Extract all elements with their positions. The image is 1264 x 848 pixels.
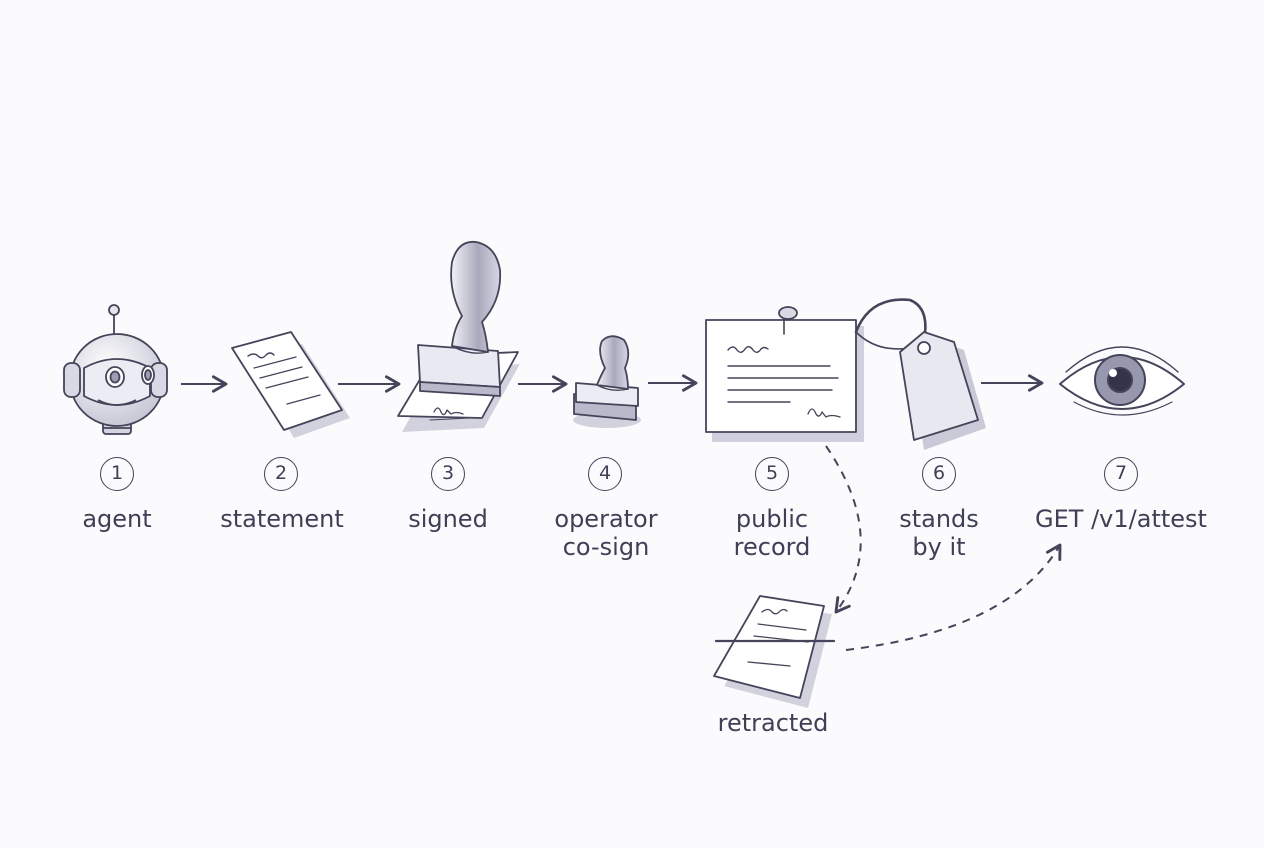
struck-document-icon — [713, 595, 836, 708]
step-label-stands-by-it: stands by it — [899, 505, 979, 561]
hanging-tag-icon — [899, 331, 986, 450]
step-label-signed: signed — [408, 505, 488, 533]
step-label-statement: statement — [220, 505, 344, 533]
step-label-get-attest: GET /v1/attest — [1035, 505, 1207, 533]
dashed-arrow-to-retracted — [825, 445, 862, 614]
step-number-5: 5 — [755, 457, 789, 491]
step-number-2: 2 — [264, 457, 298, 491]
rubber-stamp-signed-icon — [397, 240, 520, 432]
step-number-1: 1 — [100, 457, 134, 491]
eye-icon — [1059, 346, 1185, 416]
step-label-operator-co-sign: operator co-sign — [554, 505, 658, 561]
step-number-7: 7 — [1104, 457, 1138, 491]
branch-label-retracted: retracted — [717, 709, 829, 737]
dashed-arrow-to-attest — [845, 543, 1062, 651]
small-stamp-icon — [573, 335, 641, 428]
robot-head-icon — [63, 304, 168, 435]
step-number-4: 4 — [588, 457, 622, 491]
step-label-agent: agent — [82, 505, 152, 533]
step-number-6: 6 — [922, 457, 956, 491]
pinned-notice-icon — [705, 298, 927, 442]
step-number-3: 3 — [431, 457, 465, 491]
step-label-public-record: public record — [733, 505, 811, 561]
paper-document-icon — [231, 331, 350, 438]
